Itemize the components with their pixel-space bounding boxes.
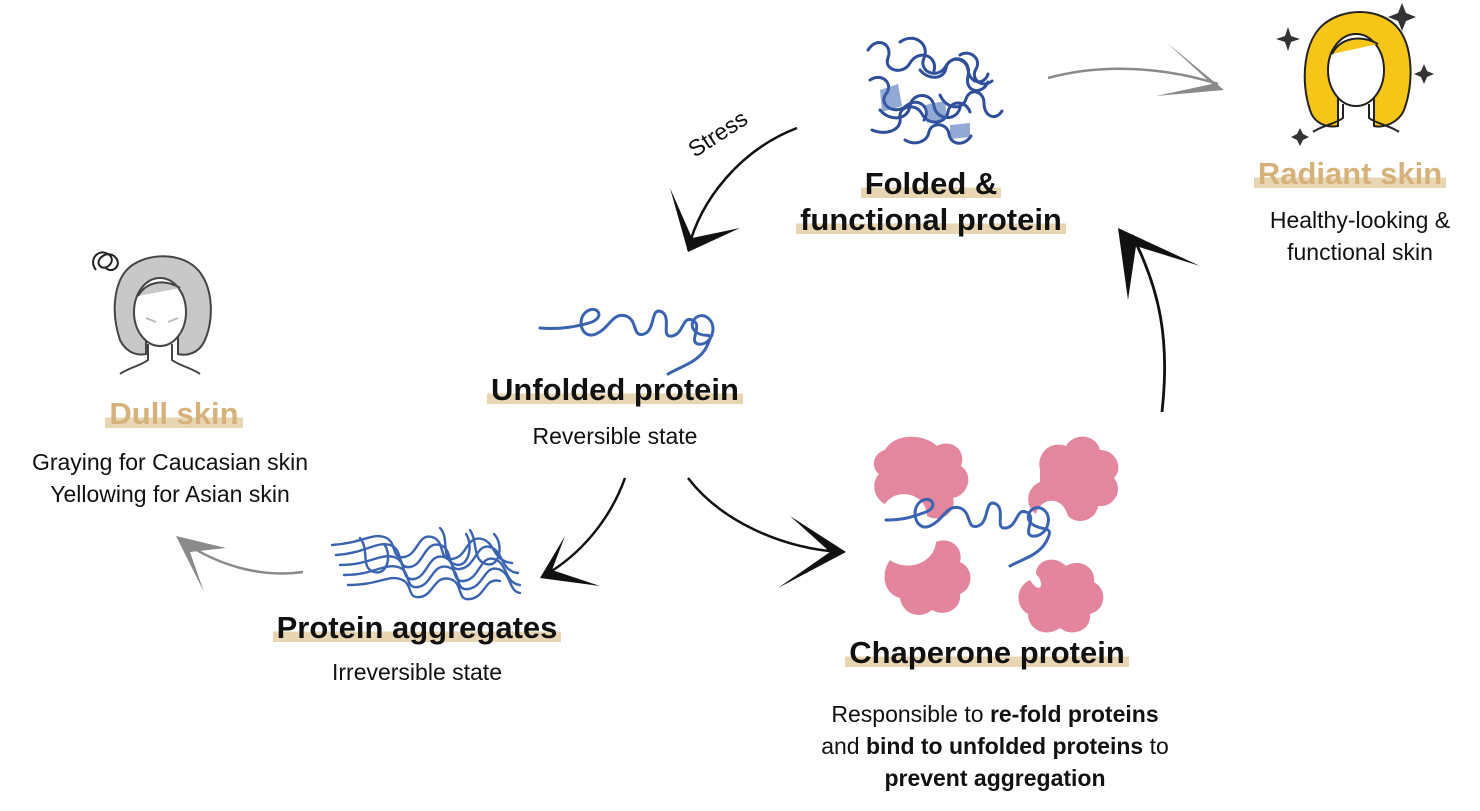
unfolded-title-text: Unfolded protein [487,372,743,407]
chaperone-desc-bold3: prevent aggregation [884,765,1106,791]
chaperone-desc-part2: and [821,733,866,759]
folded-title: Folded & functional protein [786,166,1076,238]
dull-desc-line1: Graying for Caucasian skin [31,449,309,475]
arrow-to-dull [176,536,304,592]
arrow-stress [670,126,798,252]
chaperone-desc-bold2: bind to unfolded proteins [865,733,1144,759]
radiant-title: Radiant skin [1220,156,1480,192]
arrow-to-chaperone [687,477,846,588]
folded-title-line1: Folded & [860,166,1002,201]
sparkle-icon [1276,3,1434,146]
chaperone-desc-bold1: re-fold proteins [989,701,1159,727]
aggregates-title-text: Protein aggregates [272,610,562,645]
chaperone-title: Chaperone protein [832,635,1142,671]
unfolded-title: Unfolded protein [470,372,760,408]
aggregates-subtitle: Irreversible state [331,659,502,685]
unfolded-protein-icon [538,307,715,376]
radiant-description: Healthy-looking & functional skin [1230,204,1480,268]
chaperone-icon [873,436,1119,633]
radiant-title-text: Radiant skin [1253,156,1447,191]
folded-protein-fill [880,84,970,139]
aggregates-title: Protein aggregates [262,610,572,646]
chaperone-title-text: Chaperone protein [845,635,1129,670]
unfolded-subtitle: Reversible state [532,423,698,449]
dull-title: Dull skin [44,396,304,432]
chaperone-desc-part3: to [1143,733,1169,759]
arrow-to-aggregates [540,477,627,586]
radiant-desc-line2: functional skin [1287,239,1433,265]
dull-desc-line2: Yellowing for Asian skin [50,481,290,507]
dull-title-text: Dull skin [105,396,243,431]
chaperone-desc-part1: Responsible to [831,701,990,727]
arrow-to-radiant [1047,42,1224,96]
dull-description: Graying for Caucasian skin Yellowing for… [0,446,340,510]
chaperone-description: Responsible to re-fold proteins and bind… [760,698,1230,794]
aggregates-icon [330,526,522,601]
radiant-desc-line1: Healthy-looking & [1269,207,1451,233]
arrow-to-folded [1118,228,1200,413]
folded-title-line2: functional protein [796,202,1066,237]
dull-face-icon [92,251,212,375]
radiant-face-icon [1303,11,1412,133]
